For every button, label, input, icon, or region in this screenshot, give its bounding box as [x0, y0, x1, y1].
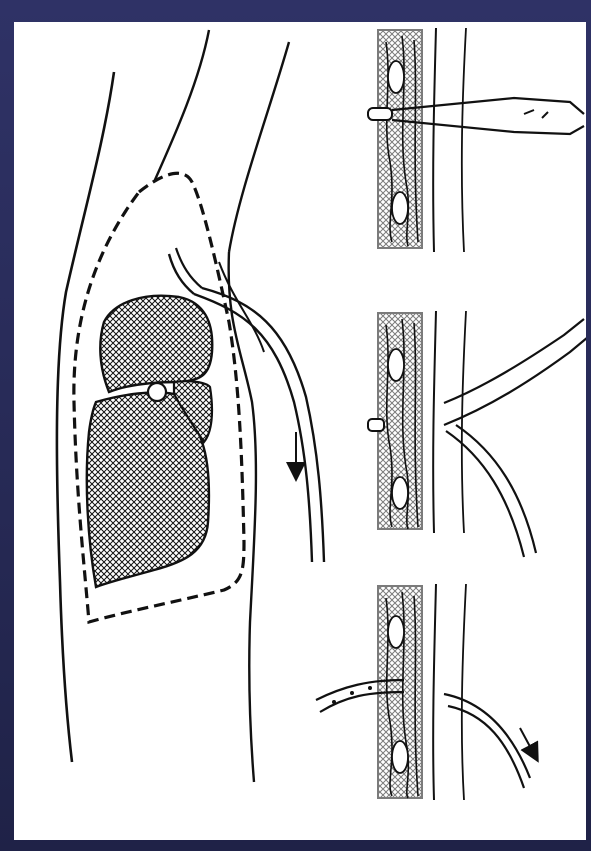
pleura-line — [433, 584, 436, 800]
clamp-hinge — [524, 110, 548, 118]
step-2-panel — [368, 311, 586, 557]
hilum-node — [148, 383, 166, 401]
step-1-panel — [368, 28, 584, 252]
skin-line — [462, 311, 466, 533]
tube-outside-left — [444, 694, 530, 778]
tube-drain-hole — [332, 700, 336, 704]
lung-upper-lobe — [100, 296, 212, 392]
rib-oval-2 — [392, 192, 408, 224]
pleura-line — [433, 311, 436, 533]
rib-oval-1 — [388, 61, 404, 93]
rib-oval-2 — [392, 741, 408, 773]
tube-tip — [368, 419, 384, 431]
arm-outline-outer — [229, 42, 289, 252]
tube-drain-hole — [350, 691, 354, 695]
rib-oval-1 — [388, 616, 404, 648]
arm-outline-upper — [154, 30, 209, 182]
pleura-line — [433, 28, 436, 252]
tube-drain-hole — [368, 686, 372, 690]
rib-oval-2 — [392, 477, 408, 509]
torso-right-outline — [229, 252, 256, 782]
tube-leaving-right — [456, 425, 536, 553]
clamp-tip — [368, 108, 392, 120]
rib-oval-1 — [388, 349, 404, 381]
chest-tube-outer-right — [202, 288, 324, 562]
clamp-jaw-bottom — [444, 337, 586, 425]
chest-tube-illustration — [14, 22, 586, 840]
overview-panel — [57, 30, 324, 782]
drainage-arrow — [520, 728, 534, 754]
tube-outside-right — [448, 706, 524, 788]
skin-line — [462, 28, 466, 252]
step-3-panel — [316, 584, 534, 800]
chest-tube-inside-edge — [176, 248, 202, 288]
skin-line — [462, 584, 466, 800]
